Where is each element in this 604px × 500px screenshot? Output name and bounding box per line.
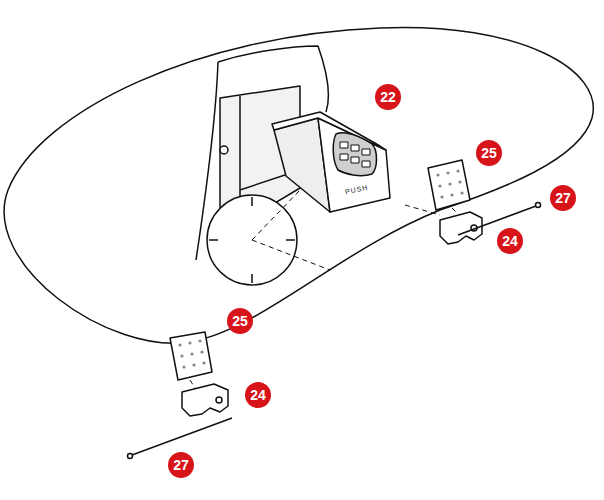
pin-right — [458, 206, 536, 235]
dial-window — [333, 133, 376, 176]
callout-badge — [550, 185, 576, 211]
hinge-plate-right — [428, 160, 470, 210]
callout-badge — [245, 382, 271, 408]
callout-number: 22 — [380, 89, 396, 105]
pin-head-left — [128, 454, 133, 459]
callout-badge — [497, 228, 523, 254]
plate-holes-right — [436, 169, 463, 198]
callout-badge — [375, 84, 401, 110]
callout-number: 24 — [502, 233, 518, 249]
callout-number: 25 — [481, 145, 497, 161]
pin-left — [132, 418, 232, 455]
callout-badge — [227, 308, 253, 334]
callout-number: 25 — [232, 313, 248, 329]
screw — [220, 146, 228, 154]
hinge-block-left — [182, 384, 228, 416]
callout-badge — [476, 140, 502, 166]
plate-holes-left — [178, 339, 205, 368]
dashed-guides — [190, 190, 458, 388]
dial-wheels — [340, 142, 370, 167]
callout-badge — [168, 452, 194, 478]
pin-head-right — [536, 203, 541, 208]
callout-number: 27 — [173, 457, 189, 473]
hinge-plate-left — [170, 332, 212, 380]
case-shell — [4, 27, 593, 343]
hinge-hole-left — [216, 397, 222, 403]
callout-number: 24 — [250, 387, 266, 403]
callout-number: 27 — [555, 190, 571, 206]
